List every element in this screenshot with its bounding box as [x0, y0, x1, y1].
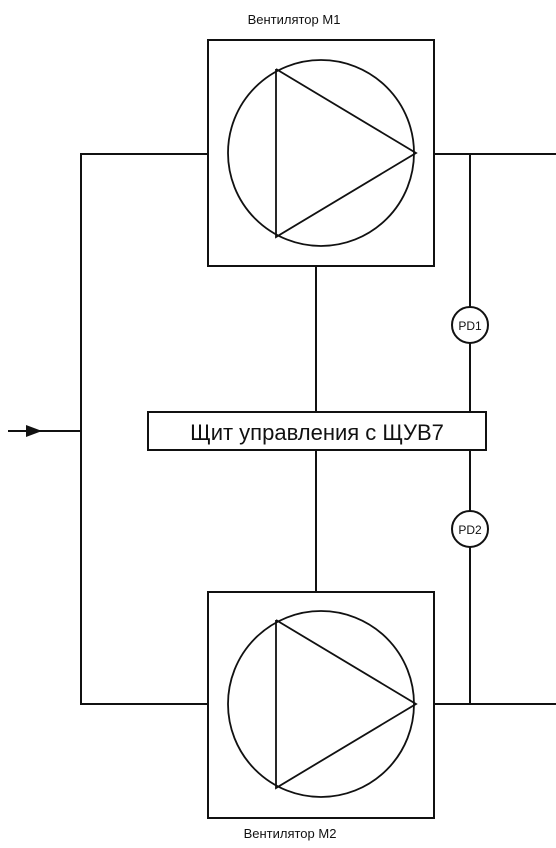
sensor-pd1-label: PD1 — [458, 319, 482, 333]
sensor-pd2-circle — [451, 510, 489, 548]
control-panel-label: Щит управления с ЩУВ7 — [190, 420, 444, 445]
sensor-pd1-circle — [451, 306, 489, 344]
fan-m2-box — [207, 591, 435, 819]
control-panel-box — [147, 411, 487, 451]
inlet-arrow-icon — [8, 425, 82, 437]
sensor-pd2-label: PD2 — [458, 523, 482, 537]
fan-m2-label: Вентилятор М2 — [244, 826, 337, 841]
fan-icon — [227, 610, 418, 798]
fan-m1-label: Вентилятор М1 — [248, 12, 341, 27]
fan-m1-box — [207, 39, 435, 267]
fan-icon — [227, 59, 418, 247]
